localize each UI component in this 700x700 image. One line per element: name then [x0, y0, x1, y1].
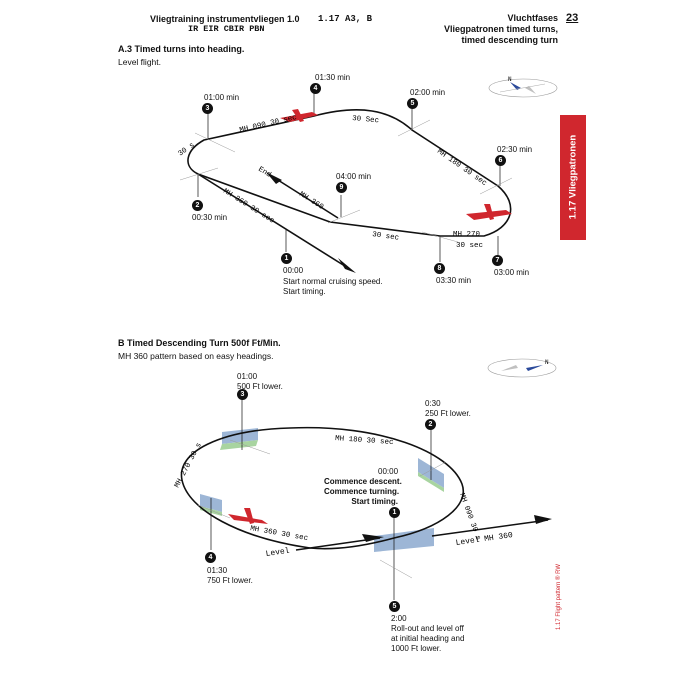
track-label-end: End [256, 166, 272, 180]
point-1-note2: Start timing. [283, 287, 326, 296]
point-marker-8: 8 [434, 263, 445, 274]
document-title: Vliegtraining instrumentvliegen 1.0 [150, 14, 300, 24]
point-5-time: 02:00 min [410, 88, 446, 97]
point-2-time: 00:30 min [192, 213, 228, 222]
compass-rose-icon: N [488, 76, 558, 98]
track-label-b-mh270: MH 270 30 s [174, 442, 204, 489]
document-subtitle: IR EIR CBIR PBN [188, 24, 265, 34]
point-marker-1: 1 [281, 253, 292, 264]
track-label-30sec-top: 30 Sec [352, 115, 380, 125]
b-point-marker-4: 4 [205, 552, 216, 563]
section-a-title: A.3 Timed turns into heading. [118, 44, 245, 54]
b-start-line2: Commence turning. [324, 487, 400, 496]
b-point-marker-3: 3 [237, 389, 248, 400]
point-marker-7: 7 [492, 255, 503, 266]
point-marker-2: 2 [192, 200, 203, 211]
section-b-subtitle: MH 360 pattern based on easy headings. [118, 351, 274, 361]
track-label-30s-left: 30 s [177, 142, 196, 159]
b-point-3-note: 500 Ft lower. [237, 382, 283, 391]
b-point-4-note: 750 Ft lower. [207, 576, 253, 585]
point-4-time: 01:30 min [315, 73, 351, 82]
track-label-level: Level [265, 547, 290, 559]
track-label-mh360-inner: MH 360 [297, 191, 325, 212]
aircraft-icon [280, 109, 318, 122]
point-marker-6: 6 [495, 155, 506, 166]
b-point-5-line3: 1000 Ft lower. [391, 644, 442, 653]
chapter-title: Vluchtfases [507, 13, 558, 23]
aircraft-icon-2 [466, 204, 512, 220]
track-label-mh270-sec: 30 sec [456, 242, 483, 250]
point-8-time: 03:30 min [436, 276, 472, 285]
point-marker-3: 3 [202, 103, 213, 114]
page-number: 23 [566, 12, 579, 24]
chapter-heading: Vluchtfases Vliegpatronen timed turns, t… [430, 13, 558, 46]
track-label-level-mh360: Level MH 360 [455, 531, 513, 548]
b-point-5-line1: Roll-out and level off [391, 624, 464, 633]
track-label-mh090: MH 090 30 sec [239, 114, 298, 135]
point-3-time: 01:00 min [204, 93, 240, 102]
section-reference: 1.17 A3, B [318, 14, 373, 24]
track-label-b-mh090: MH 090 30 s [457, 492, 481, 541]
track-label-b-mh360: MH 360 30 sec [249, 525, 308, 543]
section-a-subtitle: Level flight. [118, 57, 161, 67]
aircraft-icon-b [228, 508, 268, 524]
point-7-time: 03:00 min [494, 268, 530, 277]
point-6-time: 02:30 min [497, 145, 533, 154]
track-label-mh180: MH 180 30 sec [435, 148, 488, 188]
b-point-4-time: 01:30 [207, 566, 228, 575]
track-label-30sec-bottom: 30 sec [372, 231, 400, 243]
point-9-time: 04:00 min [336, 172, 372, 181]
point-1-time: 00:00 [283, 266, 304, 275]
track-label-mh270: MH 270 [453, 231, 481, 239]
compass-north-label: N [508, 76, 512, 83]
section-b-title: B Timed Descending Turn 500f Ft/Min. [118, 338, 281, 348]
b-point-3-time: 01:00 [237, 372, 258, 381]
b-point-2-time: 0:30 [425, 399, 441, 408]
b-point-2-note: 250 Ft lower. [425, 409, 471, 418]
chapter-line-3: timed descending turn [461, 35, 558, 45]
chapter-line-2: Vliegpatronen timed turns, [443, 24, 558, 34]
b-point-marker-2: 2 [425, 419, 436, 430]
b-point-marker-5: 5 [389, 601, 400, 612]
b-start-line1: Commence descent. [324, 477, 402, 486]
b-point-5-time: 2:00 [391, 614, 407, 623]
point-marker-5: 5 [407, 98, 418, 109]
b-point-marker-1: 1 [389, 507, 400, 518]
chapter-side-tab: 1.17 Vliegpatronen [560, 115, 586, 240]
compass-rose-icon-b: N [487, 358, 557, 378]
point-1-note1: Start normal cruising speed. [283, 277, 383, 286]
b-start-time: 00:00 [378, 467, 399, 476]
b-start-line3: Start timing. [351, 497, 398, 506]
track-label-mh360: MH 360 30 sec [221, 188, 275, 226]
point-marker-9: 9 [336, 182, 347, 193]
point-marker-4: 4 [310, 83, 321, 94]
b-point-5-line2: at initial heading and [391, 634, 465, 643]
compass-north-label-b: N [545, 359, 549, 366]
